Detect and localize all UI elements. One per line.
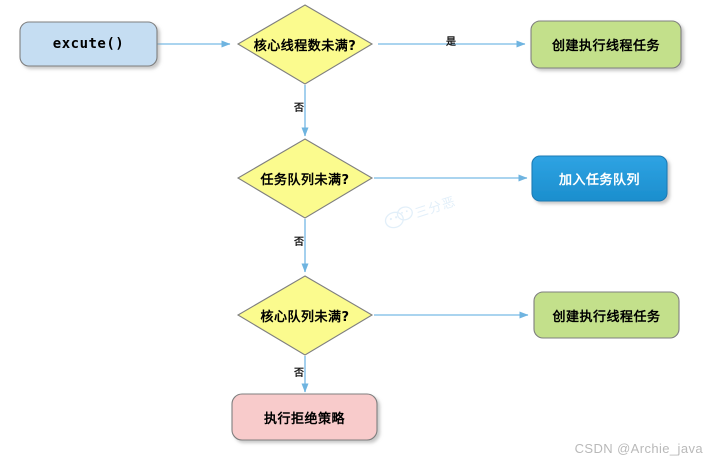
- node-entry-excute[interactable]: [19, 21, 158, 67]
- node-reject-policy[interactable]: [231, 393, 378, 441]
- node-create-thread-task-1[interactable]: [530, 20, 682, 69]
- node-decision-core-thread[interactable]: [236, 4, 374, 85]
- node-decision-task-queue[interactable]: [236, 138, 374, 219]
- node-add-task-queue[interactable]: [531, 155, 668, 202]
- node-create-thread-task-2[interactable]: [533, 291, 680, 339]
- node-decision-core-queue[interactable]: [236, 275, 374, 356]
